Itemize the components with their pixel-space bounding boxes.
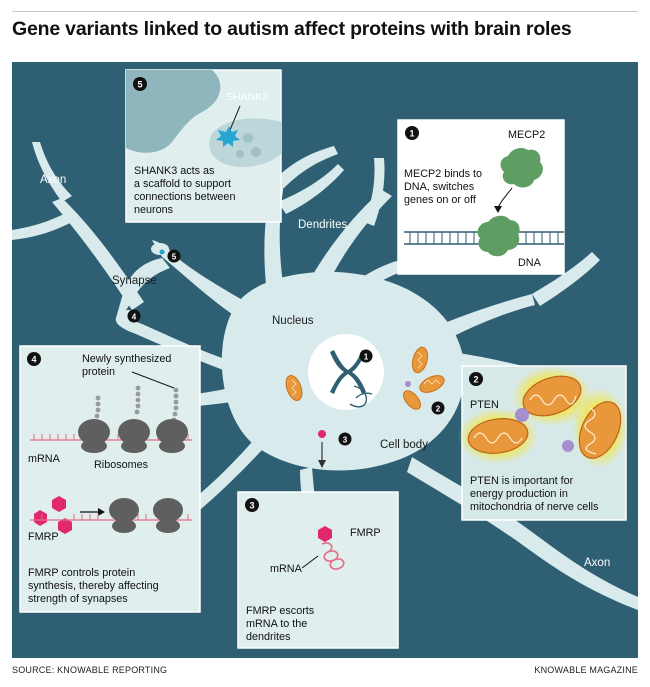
fmrp-hexagons bbox=[34, 496, 72, 534]
pten-dot bbox=[405, 381, 411, 387]
ribosomes-label: Ribosomes bbox=[94, 459, 149, 471]
dna-strand-icon bbox=[349, 385, 373, 408]
dna-label: DNA bbox=[518, 257, 542, 269]
marker-4-small: 4 bbox=[127, 309, 141, 323]
publisher-credit: KNOWABLE MAGAZINE bbox=[534, 665, 638, 675]
fmrp-protein-icon bbox=[318, 526, 332, 542]
panel-fmrp-synthesis: 4 Newly synthesized protein mRNA bbox=[19, 345, 201, 613]
page-title: Gene variants linked to autism affect pr… bbox=[12, 18, 572, 40]
ribosome-icons bbox=[78, 419, 188, 453]
fmrp-escort-mrna-label: mRNA bbox=[270, 563, 303, 575]
shank3-caption-line1: SHANK3 acts as bbox=[134, 165, 215, 177]
synapse-label: Synapse bbox=[112, 275, 157, 287]
new-protein-label-line2: protein bbox=[82, 366, 115, 378]
pten-caption-line3: mitochondria of nerve cells bbox=[470, 501, 599, 513]
pten-protein-icon bbox=[515, 408, 529, 422]
mecp2-caption-line3: genes on or off bbox=[404, 194, 477, 206]
marker-1-small: 1 bbox=[359, 349, 373, 363]
nucleus bbox=[308, 334, 384, 410]
shank3-dot-small bbox=[159, 249, 165, 255]
svg-text:3: 3 bbox=[343, 436, 348, 445]
mecp2-caption-line1: MECP2 binds to bbox=[404, 168, 482, 180]
svg-text:4: 4 bbox=[132, 313, 137, 322]
fmrp-synthesis-caption-line2: synthesis, thereby affecting bbox=[28, 580, 159, 592]
dendrites-label: Dendrites bbox=[298, 219, 347, 231]
mecp2-bound-icon bbox=[477, 215, 520, 257]
shank3-caption-line2: a scaffold to support bbox=[134, 178, 231, 190]
svg-text:3: 3 bbox=[249, 501, 254, 511]
fmrp-dot bbox=[318, 430, 326, 438]
neuron-diagram: Axon Axon Dendrites Synapse Nucleus Cell… bbox=[12, 62, 638, 658]
mecp2-protein-icon bbox=[500, 148, 543, 188]
fmrp-synthesis-caption-line1: FMRP controls protein bbox=[28, 567, 135, 579]
source-credit: SOURCE: KNOWABLE REPORTING bbox=[12, 665, 168, 675]
panel-pten: 2 PTEN PTEN is important for energy prod… bbox=[458, 365, 628, 521]
mecp2-caption-line2: DNA, switches bbox=[404, 181, 475, 193]
marker-3-small: 3 bbox=[338, 432, 352, 446]
mrna-coil-icon bbox=[321, 542, 345, 570]
svg-text:5: 5 bbox=[137, 80, 142, 90]
fmrp-synthesis-label: FMRP bbox=[28, 531, 59, 543]
panel-shank3: 5 SHANK3 SHANK3 acts as a scaffold to su… bbox=[125, 69, 282, 223]
fmrp-escort-caption-line2: mRNA to the bbox=[246, 618, 307, 630]
svg-text:5: 5 bbox=[172, 253, 177, 262]
svg-text:1: 1 bbox=[409, 129, 414, 139]
svg-text:1: 1 bbox=[364, 353, 369, 362]
panel-mecp2: 1 MECP2 MECP2 binds to DNA, switches gen… bbox=[397, 119, 565, 275]
nucleus-label: Nucleus bbox=[272, 315, 314, 327]
mrna-label: mRNA bbox=[28, 453, 61, 465]
shank3-protein-icon bbox=[216, 126, 240, 147]
svg-text:4: 4 bbox=[31, 355, 36, 365]
pten-caption-line1: PTEN is important for bbox=[470, 475, 574, 487]
marker-5-small: 5 bbox=[167, 249, 181, 263]
cell-body-label: Cell body bbox=[380, 439, 428, 451]
shank3-caption-line4: neurons bbox=[134, 204, 174, 216]
axon-label-left: Axon bbox=[40, 174, 66, 186]
pten-label: PTEN bbox=[470, 399, 499, 411]
axon-label-right: Axon bbox=[584, 557, 610, 569]
svg-text:2: 2 bbox=[473, 375, 478, 385]
svg-text:2: 2 bbox=[436, 405, 441, 414]
mecp2-label: MECP2 bbox=[508, 129, 545, 141]
fmrp-escort-label: FMRP bbox=[350, 527, 381, 539]
pten-caption-line2: energy production in bbox=[470, 488, 568, 500]
fmrp-escort-caption-line1: FMRP escorts bbox=[246, 605, 315, 617]
cell-mitochondria bbox=[285, 346, 445, 410]
top-rule bbox=[12, 11, 638, 12]
marker-2-small: 2 bbox=[431, 401, 445, 415]
chromosome-icon bbox=[330, 350, 366, 394]
panel-fmrp-escort: 3 FMRP mRNA FMRP escorts mRNA to the den… bbox=[237, 491, 399, 649]
fmrp-synthesis-caption-line3: strength of synapses bbox=[28, 593, 128, 605]
shank3-caption-line3: connections between bbox=[134, 191, 235, 203]
fmrp-escort-caption-line3: dendrites bbox=[246, 631, 291, 643]
protein-chain-icon bbox=[94, 385, 179, 423]
new-protein-label-line1: Newly synthesized bbox=[82, 353, 171, 365]
shank3-label: SHANK3 bbox=[226, 91, 268, 103]
